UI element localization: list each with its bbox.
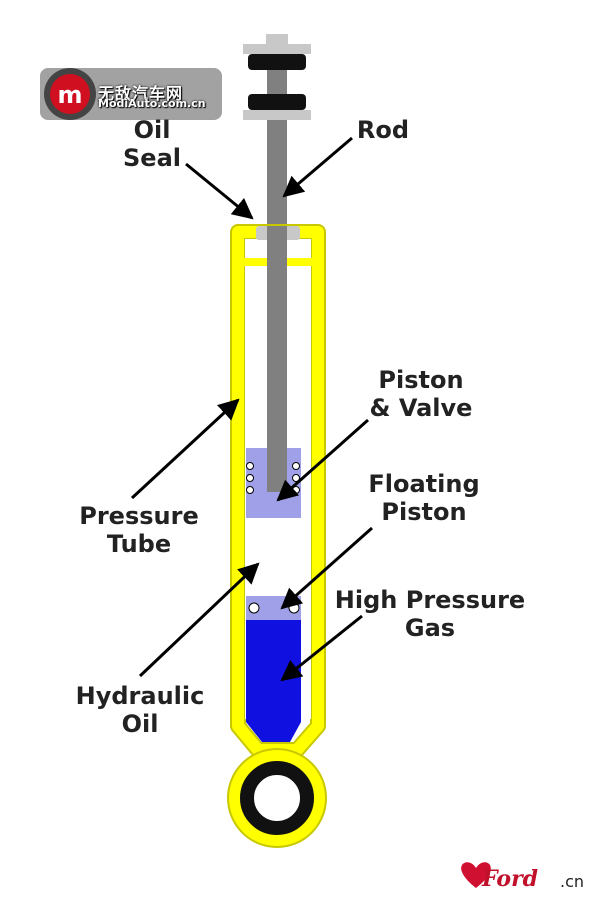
modiauto-logo: m <box>40 68 222 120</box>
watermark-ford-brand: Ford <box>482 866 539 892</box>
top-washer <box>243 44 311 54</box>
hydraulic-oil-arrow <box>138 562 260 678</box>
label-high-pressure-gas-line2: Gas <box>404 614 456 642</box>
label-pressure-tube-line1: Pressure <box>79 502 199 530</box>
heart-icon <box>461 862 491 888</box>
rod-upper-segment <box>267 70 287 94</box>
label-piston-valve-line2: & Valve <box>369 394 473 422</box>
high-pressure-gas <box>246 620 301 742</box>
watermark-top-url: ModiAuto.com.cn <box>98 97 206 110</box>
high-pressure-gas-arrow <box>280 614 363 682</box>
label-pressure-tube: Pressure Tube <box>72 502 206 558</box>
label-hydraulic-oil-line2: Oil <box>121 710 159 738</box>
label-piston-valve: Piston & Valve <box>366 366 476 422</box>
rod-arrow <box>282 136 353 198</box>
top-bushing-2 <box>248 94 306 110</box>
label-oil-seal-line2: Seal <box>123 144 181 172</box>
watermark-top-cn: 无敌汽车网 <box>98 84 184 103</box>
label-pressure-tube-line2: Tube <box>106 530 172 558</box>
label-oil-seal: Oil Seal <box>120 116 184 172</box>
label-piston-valve-line1: Piston <box>378 366 464 394</box>
label-high-pressure-gas-line1: High Pressure <box>334 586 526 614</box>
eye-bushing <box>240 761 314 835</box>
label-high-pressure-gas: High Pressure Gas <box>330 586 530 642</box>
pressure-tube-arrow <box>130 398 240 500</box>
lower-washer <box>243 110 311 120</box>
top-bushing-1 <box>248 54 306 70</box>
watermark-ford-suffix: .cn <box>560 872 585 891</box>
label-floating-piston-line1: Floating <box>368 470 480 498</box>
rod-top-cap <box>266 34 288 44</box>
label-oil-seal-line1: Oil <box>133 116 171 144</box>
label-hydraulic-oil-line1: Hydraulic <box>75 682 205 710</box>
floating-piston-arrow <box>280 526 373 610</box>
oil-seal-arrow <box>185 162 254 220</box>
svg-text:m: m <box>57 81 82 109</box>
label-hydraulic-oil: Hydraulic Oil <box>68 682 212 738</box>
label-floating-piston: Floating Piston <box>362 470 486 526</box>
piston-valve-arrow <box>276 418 369 502</box>
label-rod-line1: Rod <box>356 116 410 144</box>
label-floating-piston-line2: Piston <box>381 498 467 526</box>
label-rod: Rod <box>348 116 418 144</box>
